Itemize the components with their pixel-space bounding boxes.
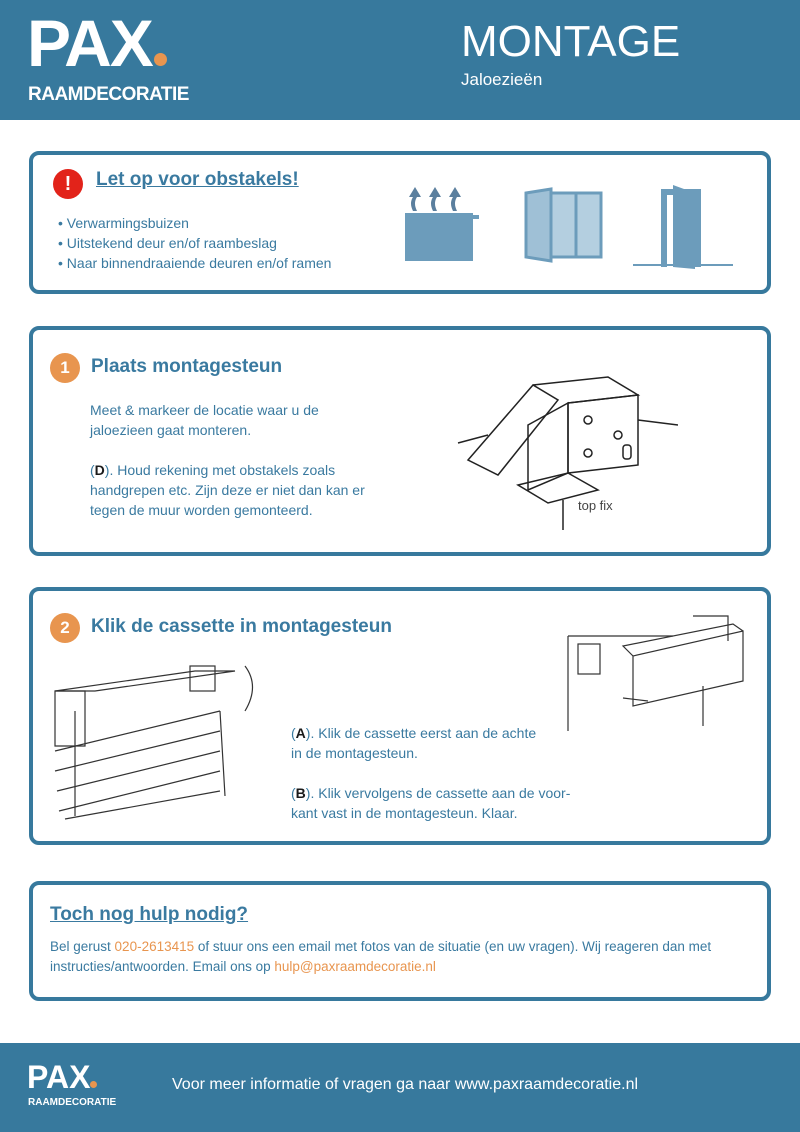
list-item: • Uitstekend deur en/of raambeslag — [58, 235, 277, 251]
obstacle-list: • Verwarmingsbuizen • Uitstekend deur en… — [58, 213, 331, 273]
blind-diagram — [54, 665, 254, 820]
step1-text2: (D). Houd rekening met obstakels zoals h… — [90, 462, 365, 518]
list-item: • Naar binnendraaiende deuren en/of rame… — [58, 255, 332, 271]
cassette-diagram — [567, 615, 744, 731]
logo-dot — [153, 53, 167, 66]
step2-text-a: (A). Klik de cassette eerst aan de achte — [291, 725, 537, 741]
step2-text-b: (B). Klik vervolgens de cassette aan de … — [291, 785, 571, 821]
bracket-diagram: top fix — [457, 376, 678, 530]
alert-icon: ! — [53, 169, 83, 199]
footer-logo-subtitle: RAAMDECORATIE — [28, 1097, 117, 1108]
help-title: Toch nog hulp nodig? — [50, 904, 249, 925]
phone-link[interactable]: 020-2613415 — [114, 939, 195, 954]
step-title: Plaats montagesteun — [91, 356, 283, 377]
logo-text: PAX — [27, 6, 154, 80]
step-number: 2 — [50, 613, 80, 643]
step2-card: 2 Klik de cassette in montagesteun (A). … — [29, 587, 771, 845]
step1-card: 1 Plaats montagesteun Meet & markeer de … — [29, 326, 771, 556]
list-item: • Verwarmingsbuizen — [58, 215, 189, 231]
window-icon — [524, 187, 603, 263]
logo: PAX — [27, 10, 167, 76]
footer: PAX RAAMDECORATIE Voor meer informatie o… — [0, 1043, 800, 1132]
help-card: Toch nog hulp nodig? Bel gerust 020-2613… — [29, 881, 771, 1001]
footer-logo: PAX — [27, 1061, 98, 1093]
step-number: 1 — [50, 353, 80, 383]
page-subtitle: Jaloezieën — [461, 70, 543, 89]
warning-card: ! Let op voor obstakels! • Verwarmingsbu… — [29, 151, 771, 294]
warning-title: Let op voor obstakels! — [96, 169, 299, 190]
radiator-icon — [405, 187, 479, 261]
header: PAX RAAMDECORATIE MONTAGE Jaloezieën — [0, 0, 800, 120]
step2-text-a2: in de montagesteun. — [291, 745, 418, 761]
step1-text: Meet & markeer de locatie waar u de jalo… — [90, 402, 319, 438]
footer-text: Voor meer informatie of vragen ga naar w… — [172, 1076, 639, 1093]
email-link[interactable]: hulp@paxraamdecoratie.nl — [274, 959, 436, 974]
page-title: MONTAGE — [461, 17, 681, 66]
top-fix-label: top fix — [578, 498, 613, 513]
logo-subtitle: RAAMDECORATIE — [28, 84, 189, 105]
door-icon — [633, 185, 733, 269]
help-text: Bel gerust 020-2613415 of stuur ons een … — [50, 939, 712, 974]
logo-dot — [90, 1081, 98, 1088]
step-title: Klik de cassette in montagesteun — [91, 616, 392, 637]
